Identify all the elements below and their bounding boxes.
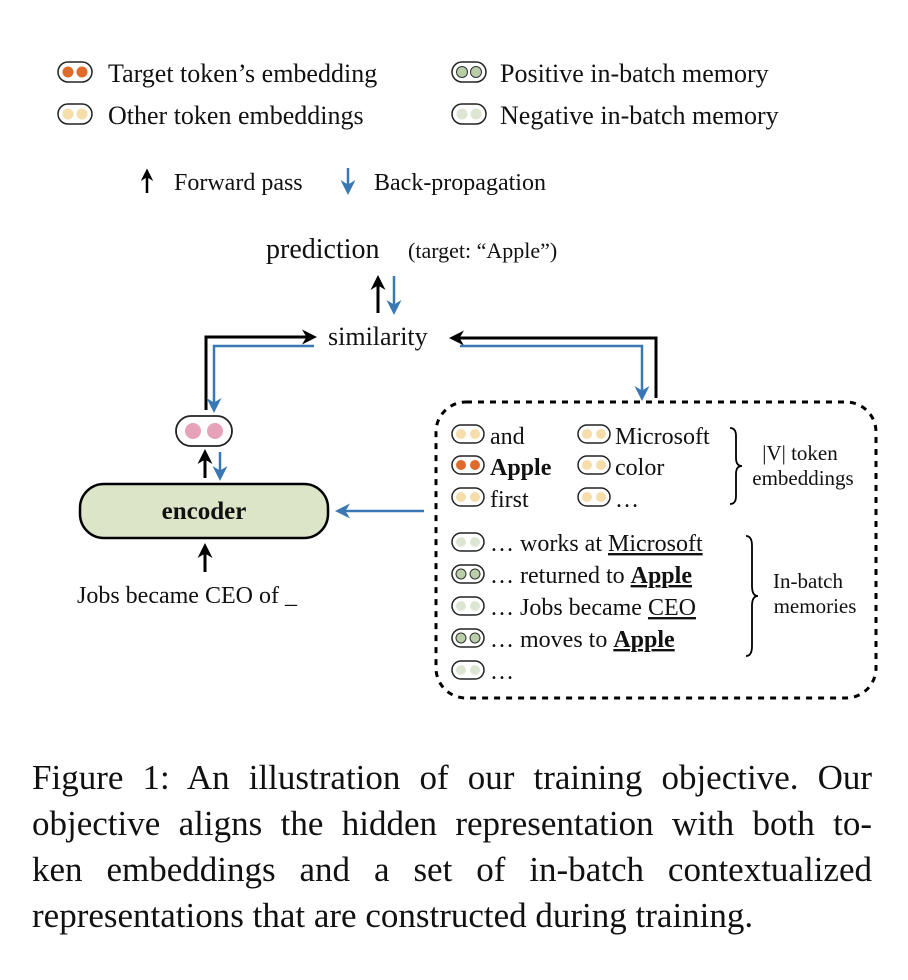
positive-memory-icon bbox=[451, 564, 485, 584]
target-embedding-icon bbox=[57, 61, 93, 83]
vocab-brace bbox=[729, 427, 743, 505]
encoder-box bbox=[78, 482, 330, 540]
legend-positive-label: Positive in-batch memory bbox=[500, 59, 769, 88]
backprop-path-right bbox=[460, 344, 650, 401]
vocab-token-icon bbox=[577, 424, 611, 444]
forward-path-right bbox=[449, 330, 658, 398]
vocab-token-icon bbox=[577, 487, 611, 507]
legend-negative-label: Negative in-batch memory bbox=[500, 101, 779, 130]
vocab-token: … bbox=[615, 487, 639, 513]
legend-forward-label: Forward pass bbox=[174, 170, 303, 196]
vocab-token-icon bbox=[451, 424, 485, 444]
negative-memory-icon bbox=[451, 660, 485, 680]
legend-other-label: Other token embeddings bbox=[108, 101, 364, 130]
vocab-token-target: Apple bbox=[490, 455, 552, 481]
backprop-path-left bbox=[206, 344, 314, 413]
vocab-embeddings: and Microsoft Apple color first … bbox=[451, 424, 710, 513]
memory-item: … bbox=[490, 659, 514, 685]
vocab-token: color bbox=[615, 455, 664, 481]
memory-item: … Jobs became CEO bbox=[490, 595, 696, 621]
memory-item: … returned to Apple bbox=[490, 563, 692, 589]
caption-line: Figure 1: An illustration of our trainin… bbox=[32, 758, 872, 797]
vocab-token: Microsoft bbox=[615, 424, 710, 450]
memory-item: … works at Microsoft bbox=[490, 531, 703, 557]
caption-line: objective aligns the hidden representati… bbox=[32, 804, 872, 843]
other-embedding-icon bbox=[57, 103, 93, 125]
vocab-label-line1: |V| token bbox=[762, 441, 838, 465]
similarity-label: similarity bbox=[328, 322, 428, 351]
positive-memory-icon bbox=[451, 61, 487, 83]
figure-caption: Figure 1: An illustration of our trainin… bbox=[32, 755, 872, 939]
caption-line: representations that are constructed dur… bbox=[32, 896, 754, 935]
prediction-label: prediction bbox=[266, 234, 380, 265]
memory-label-line2: memories bbox=[774, 594, 857, 618]
vocab-token: first bbox=[490, 487, 529, 513]
vocab-token-icon bbox=[451, 487, 485, 507]
legend-backprop-label: Back-propagation bbox=[374, 170, 546, 196]
memory-item: … moves to Apple bbox=[490, 627, 675, 653]
caption-line: ken embeddings and a set of in-batch con… bbox=[32, 850, 872, 889]
in-batch-memories: … works at Microsoft … returned to Apple… bbox=[451, 531, 703, 685]
vocab-label-line2: embeddings bbox=[752, 466, 853, 490]
memory-box bbox=[434, 400, 878, 700]
negative-memory-icon bbox=[451, 596, 485, 616]
vocab-token-icon bbox=[577, 455, 611, 475]
input-sentence: Jobs became CEO of _ bbox=[77, 583, 298, 609]
vocab-token: and bbox=[490, 424, 525, 450]
negative-memory-icon bbox=[451, 103, 487, 125]
positive-memory-icon bbox=[451, 628, 485, 648]
training-objective-diagram: Target token’s embedding Positive in-bat… bbox=[57, 59, 878, 700]
encoder-label: encoder bbox=[162, 498, 247, 525]
target-token-icon bbox=[451, 455, 485, 475]
negative-memory-icon bbox=[451, 532, 485, 552]
legend-target-label: Target token’s embedding bbox=[108, 59, 377, 88]
hidden-representation-icon bbox=[175, 415, 233, 447]
memory-brace bbox=[745, 535, 759, 657]
memory-label-line1: In-batch bbox=[773, 569, 843, 593]
forward-path-left bbox=[204, 329, 317, 410]
target-note: (target: “Apple”) bbox=[408, 238, 557, 263]
legend: Target token’s embedding Positive in-bat… bbox=[57, 59, 779, 196]
